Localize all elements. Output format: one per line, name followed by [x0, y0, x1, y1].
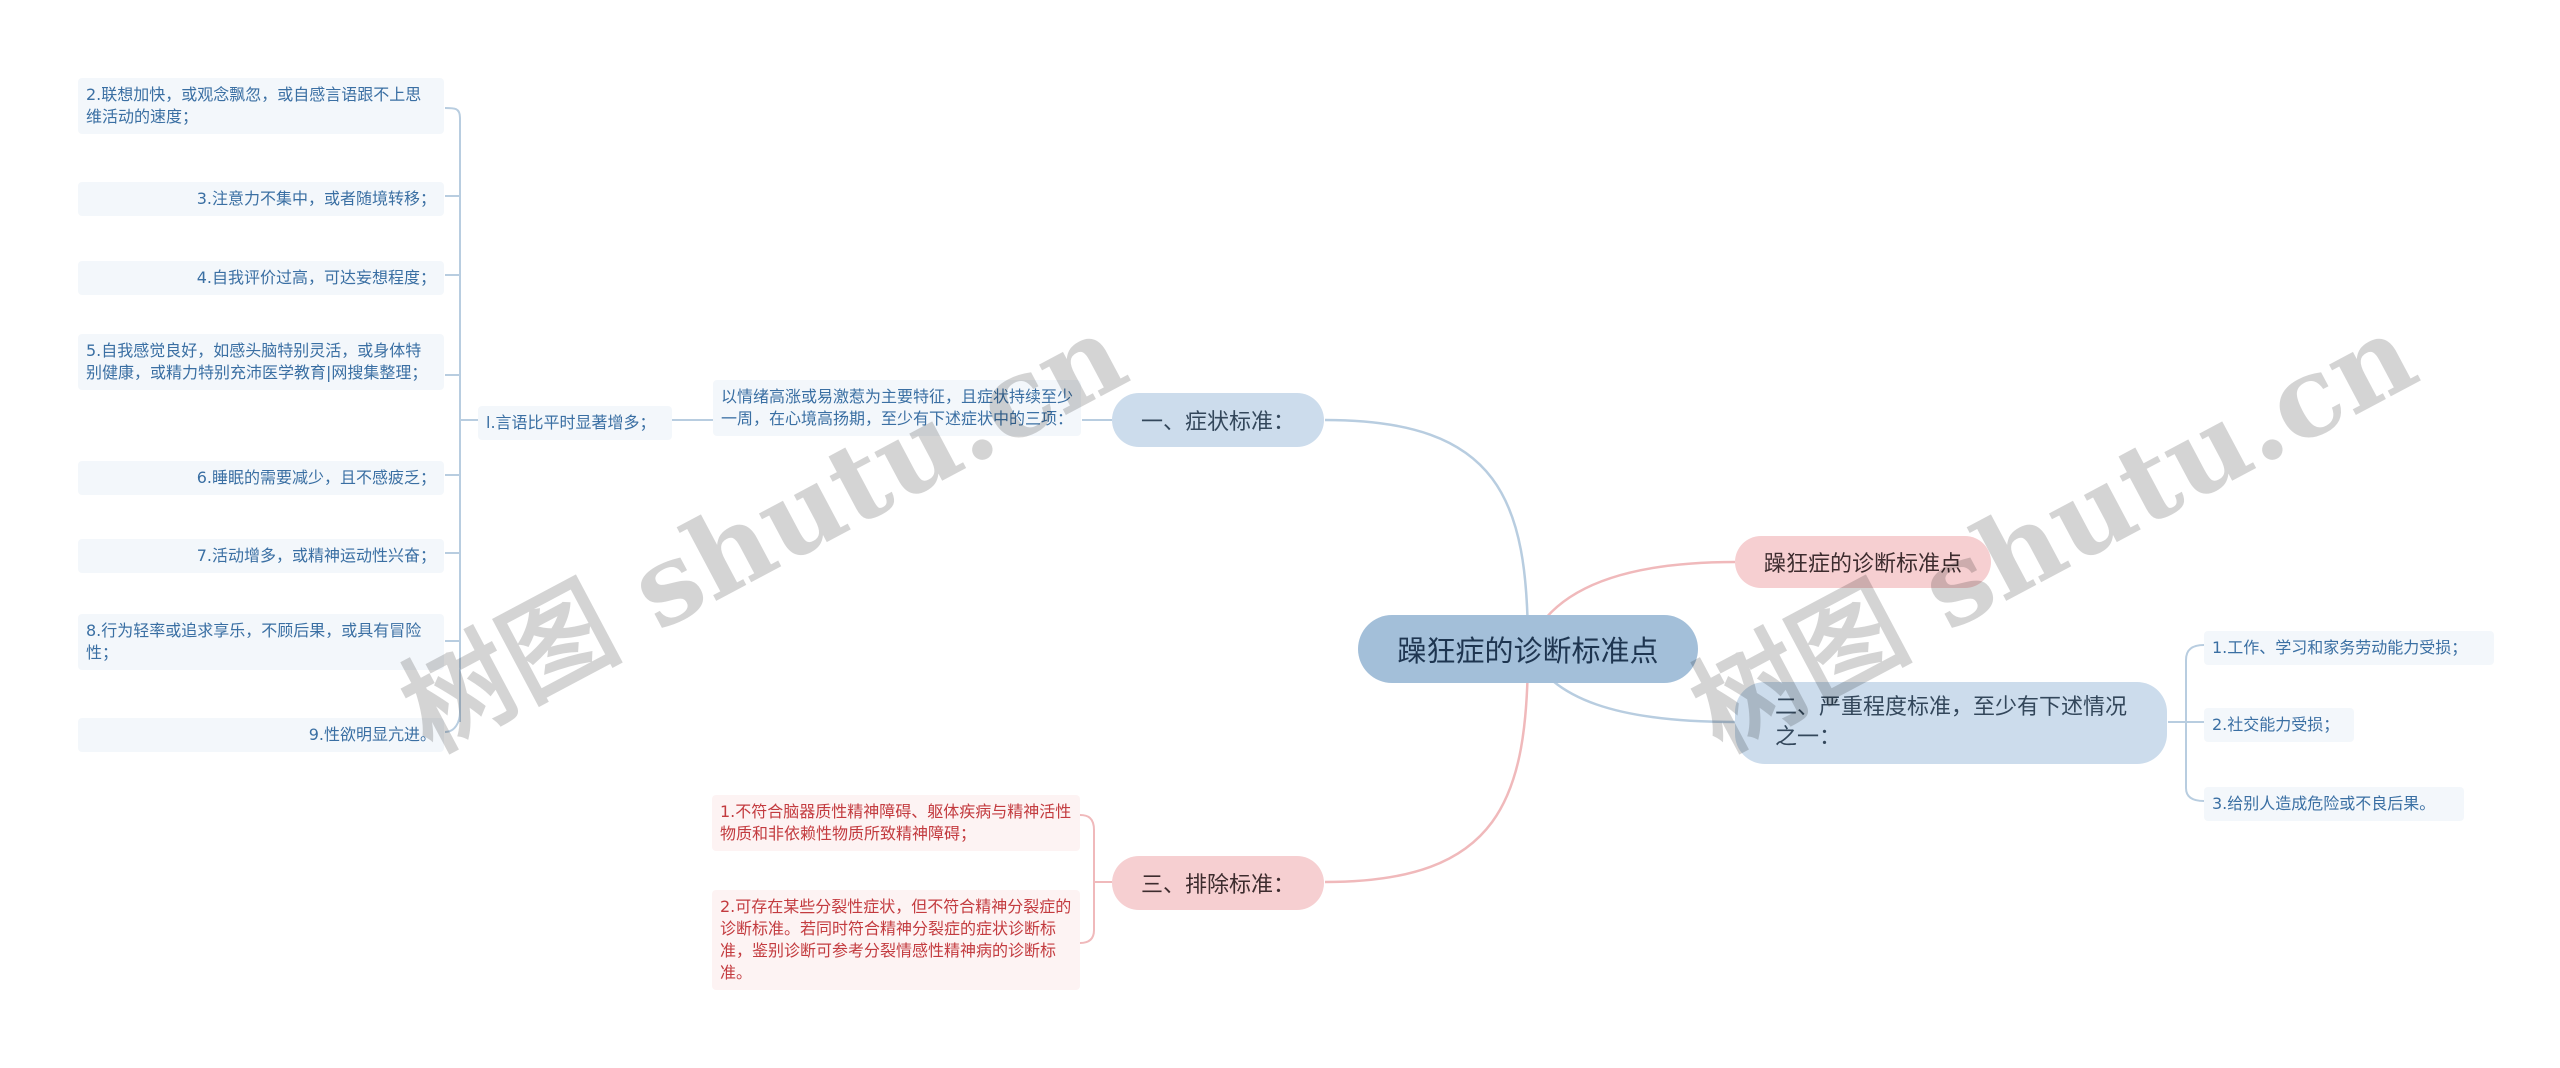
branch-exclusion-label: 三、排除标准：	[1140, 873, 1295, 898]
branch-symptom-label: 一、症状标准：	[1140, 410, 1295, 435]
symptom-item-9-text: 9.性欲明显亢进。	[308, 725, 436, 744]
severity-item-1-text: 1.工作、学习和家务劳动能力受损；	[2212, 638, 2468, 657]
exclusion-item-2-text: 2.可存在某些分裂性症状，但不符合精神分裂症的诊断标准。若同时符合精神分裂症的症…	[720, 897, 1072, 982]
symptom-item-6-text: 6.睡眠的需要减少，且不感疲乏；	[196, 468, 436, 487]
symptom-item-4-text: 4.自我评价过高，可达妄想程度；	[196, 268, 436, 287]
symptom-item-6[interactable]: 6.睡眠的需要减少，且不感疲乏；	[78, 461, 444, 495]
symptom-item-9[interactable]: 9.性欲明显亢进。	[78, 718, 444, 752]
symptom-item-4[interactable]: 4.自我评价过高，可达妄想程度；	[78, 261, 444, 295]
symptom-item-5[interactable]: 5.自我感觉良好，如感头脑特别灵活，或身体特别健康，或精力特别充沛医学教育|网搜…	[78, 334, 444, 390]
symptom-item-8[interactable]: 8.行为轻率或追求享乐，不顾后果，或具有冒险性；	[78, 614, 444, 670]
branch-severity[interactable]: 二、严重程度标准，至少有下述情况之一：	[1735, 682, 2167, 764]
symptom-item-5-text: 5.自我感觉良好，如感头脑特别灵活，或身体特别健康，或精力特别充沛医学教育|网搜…	[86, 341, 428, 382]
severity-item-1[interactable]: 1.工作、学习和家务劳动能力受损；	[2204, 631, 2494, 665]
link-root-exclusion	[1324, 647, 1530, 884]
branch-exclusion[interactable]: 三、排除标准：	[1112, 856, 1324, 910]
branch-title-tag-label: 躁狂症的诊断标准点	[1763, 552, 1962, 577]
severity-item-3[interactable]: 3.给别人造成危险或不良后果。	[2204, 787, 2464, 821]
symptom-item-7-text: 7.活动增多，或精神运动性兴奋；	[196, 546, 436, 565]
symptom-item-3[interactable]: 3.注意力不集中，或者随境转移；	[78, 182, 444, 216]
symptom-item-3-text: 3.注意力不集中，或者随境转移；	[196, 189, 436, 208]
symptom-intro-text: 以情绪高涨或易激惹为主要特征，且症状持续至少一周，在心境高扬期，至少有下述症状中…	[721, 387, 1074, 428]
severity-item-2[interactable]: 2.社交能力受损；	[2204, 708, 2354, 742]
symptom-item-7[interactable]: 7.活动增多，或精神运动性兴奋；	[78, 539, 444, 573]
symptom-item-1[interactable]: l.言语比平时显著增多；	[478, 406, 672, 440]
root-topic[interactable]: 躁狂症的诊断标准点	[1358, 615, 1698, 683]
symptom-item-2-text: 2.联想加快，或观念飘忽，或自感言语跟不上思维活动的速度；	[86, 85, 422, 126]
bracket-severity-items	[2168, 644, 2205, 802]
branch-title-tag[interactable]: 躁狂症的诊断标准点	[1735, 536, 1991, 588]
symptom-intro[interactable]: 以情绪高涨或易激惹为主要特征，且症状持续至少一周，在心境高扬期，至少有下述症状中…	[713, 380, 1081, 436]
exclusion-item-1[interactable]: 1.不符合脑器质性精神障碍、躯体疾病与精神活性物质和非依赖性物质所致精神障碍；	[712, 795, 1080, 851]
bracket-symptom-items	[444, 107, 478, 733]
branch-severity-label: 二、严重程度标准，至少有下述情况之一：	[1775, 695, 2128, 750]
link-root-symptom	[1324, 418, 1530, 649]
severity-item-2-text: 2.社交能力受损；	[2212, 715, 2340, 734]
root-topic-label: 躁狂症的诊断标准点	[1397, 634, 1659, 668]
bracket-exclusion-items	[1079, 814, 1112, 944]
symptom-item-1-text: l.言语比平时显著增多；	[486, 413, 656, 432]
symptom-item-8-text: 8.行为轻率或追求享乐，不顾后果，或具有冒险性；	[86, 621, 422, 662]
branch-symptom[interactable]: 一、症状标准：	[1112, 393, 1324, 447]
symptom-item-2[interactable]: 2.联想加快，或观念飘忽，或自感言语跟不上思维活动的速度；	[78, 78, 444, 134]
severity-item-3-text: 3.给别人造成危险或不良后果。	[2212, 794, 2436, 813]
exclusion-item-2[interactable]: 2.可存在某些分裂性症状，但不符合精神分裂症的诊断标准。若同时符合精神分裂症的症…	[712, 890, 1080, 990]
exclusion-item-1-text: 1.不符合脑器质性精神障碍、躯体疾病与精神活性物质和非依赖性物质所致精神障碍；	[720, 802, 1072, 843]
